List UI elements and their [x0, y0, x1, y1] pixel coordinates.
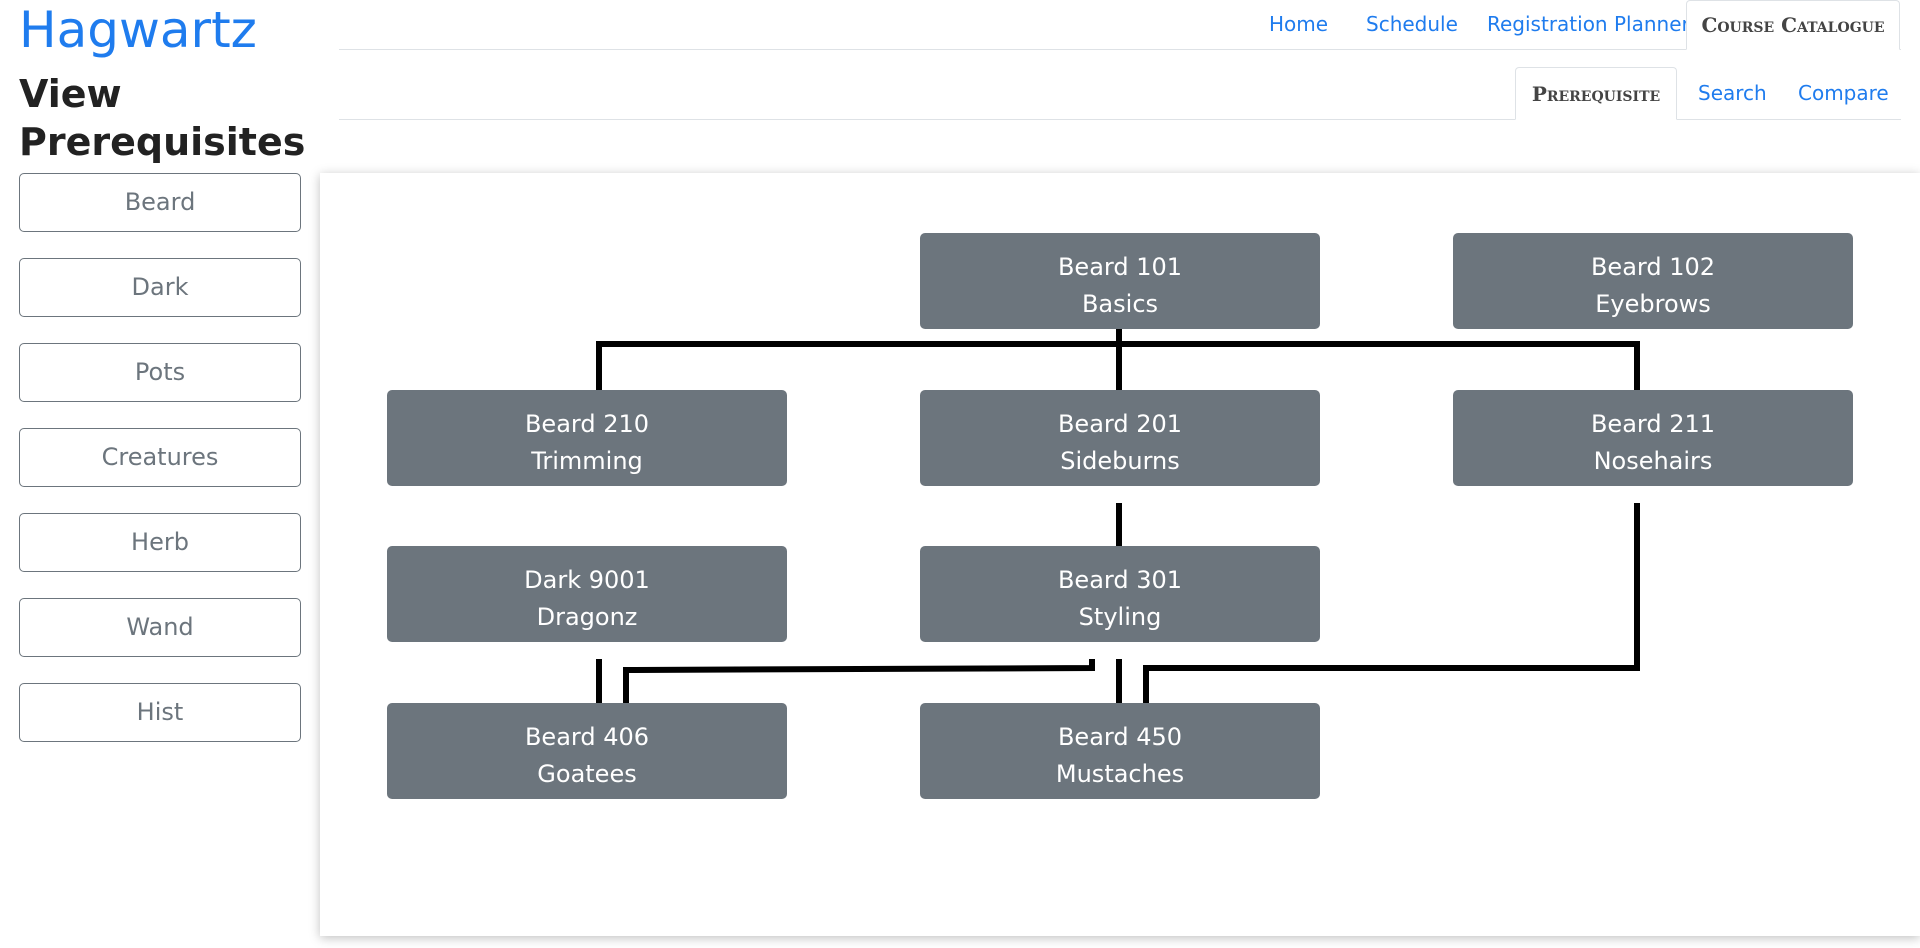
course-code: Beard 406 [524, 723, 650, 751]
course-node-b450[interactable]: Beard 450 Mustaches [920, 703, 1320, 799]
course-name: Mustaches [1055, 760, 1185, 788]
course-code: Beard 210 [524, 410, 650, 438]
sidebar-item-beard[interactable]: Beard [19, 173, 301, 232]
course-code: Beard 450 [1057, 723, 1183, 751]
top-nav: Home Schedule Registration Planner Cours… [339, 0, 1901, 50]
nav-home[interactable]: Home [1269, 12, 1329, 36]
tab-compare[interactable]: Compare [1798, 81, 1889, 105]
course-code: Beard 101 [1057, 253, 1183, 281]
sub-nav: Prerequisite Search Compare [339, 67, 1901, 120]
course-node-b301[interactable]: Beard 301 Styling [920, 546, 1320, 642]
course-name: Eyebrows [1595, 290, 1711, 318]
nav-registration-planner[interactable]: Registration Planner [1487, 12, 1690, 36]
sidebar-item-hist[interactable]: Hist [19, 683, 301, 742]
sidebar: Beard Dark Pots Creatures Herb Wand Hist [19, 173, 301, 768]
course-name: Sideburns [1060, 447, 1180, 475]
page-title: View Prerequisites [19, 72, 306, 164]
prerequisite-graph-panel: Beard 101 Basics Beard 102 Eyebrows Bear… [320, 173, 1920, 936]
nav-course-catalogue[interactable]: Course Catalogue [1686, 0, 1900, 50]
course-name: Dragonz [536, 603, 638, 631]
sidebar-item-pots[interactable]: Pots [19, 343, 301, 402]
course-name: Goatees [537, 760, 637, 788]
course-node-b102[interactable]: Beard 102 Eyebrows [1453, 233, 1853, 329]
tab-prerequisite[interactable]: Prerequisite [1515, 67, 1677, 120]
course-node-d9001[interactable]: Dark 9001 Dragonz [387, 546, 787, 642]
sidebar-item-dark[interactable]: Dark [19, 258, 301, 317]
sidebar-item-creatures[interactable]: Creatures [19, 428, 301, 487]
brand-logo[interactable]: Hagwartz [19, 1, 257, 59]
course-name: Trimming [531, 447, 643, 475]
course-name: Basics [1081, 290, 1159, 318]
nav-schedule[interactable]: Schedule [1366, 12, 1458, 36]
course-node-b211[interactable]: Beard 211 Nosehairs [1453, 390, 1853, 486]
course-node-b201[interactable]: Beard 201 Sideburns [920, 390, 1320, 486]
course-code: Beard 211 [1590, 410, 1716, 438]
tab-search[interactable]: Search [1698, 81, 1767, 105]
course-name: Nosehairs [1593, 447, 1713, 475]
course-code: Beard 102 [1590, 253, 1716, 281]
course-node-b406[interactable]: Beard 406 Goatees [387, 703, 787, 799]
sidebar-item-herb[interactable]: Herb [19, 513, 301, 572]
course-node-b210[interactable]: Beard 210 Trimming [387, 390, 787, 486]
course-name: Styling [1078, 603, 1162, 631]
course-code: Dark 9001 [524, 566, 650, 594]
sidebar-item-wand[interactable]: Wand [19, 598, 301, 657]
course-code: Beard 201 [1057, 410, 1183, 438]
course-code: Beard 301 [1057, 566, 1183, 594]
course-node-b101[interactable]: Beard 101 Basics [920, 233, 1320, 329]
